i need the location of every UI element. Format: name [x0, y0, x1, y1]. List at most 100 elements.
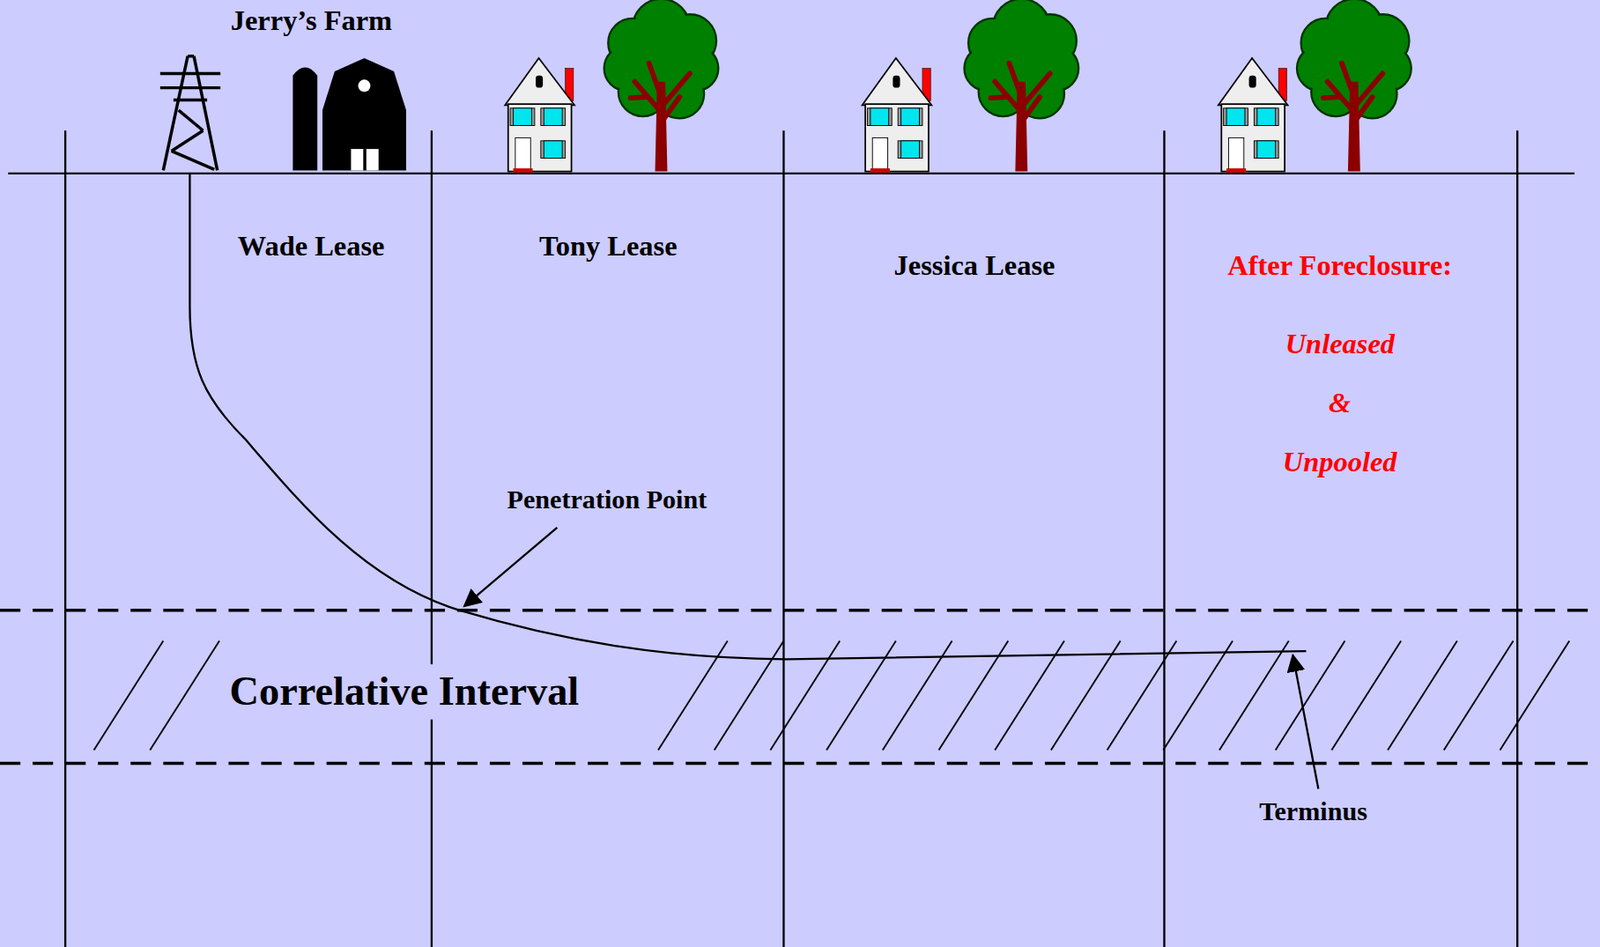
tree-symbol: [963, 0, 1079, 172]
house-symbol: [1218, 58, 1289, 173]
tree-symbol: [604, 0, 719, 172]
derrick-strut: [171, 130, 204, 151]
tract-label: Tony Lease: [539, 226, 677, 266]
house-shutter: [1253, 108, 1279, 126]
hatch-line: [1331, 640, 1401, 750]
house-door: [515, 137, 531, 170]
tract-boundary: [430, 130, 433, 947]
house-body: [508, 103, 572, 171]
derrick-symbol: [160, 56, 221, 171]
house-body: [1221, 103, 1285, 171]
house-attic-window: [892, 75, 900, 89]
house-window: [543, 108, 563, 126]
hatch-line: [1051, 640, 1121, 750]
tree-branch: [660, 96, 680, 123]
interval-boundary: [0, 762, 1600, 765]
derrick-strut: [160, 72, 221, 75]
tract-label: After Foreclosure:: [1222, 245, 1457, 285]
house-shutter: [540, 140, 566, 159]
house-shutter: [510, 108, 535, 126]
hatch-line: [1219, 640, 1289, 750]
hatch-line: [1499, 640, 1570, 750]
tract-boundary: [64, 130, 67, 947]
tract-label: Unpooled: [1282, 443, 1398, 482]
house-door: [872, 137, 888, 170]
house-window: [513, 108, 533, 126]
hatch-line: [1444, 640, 1514, 750]
wellbore: [189, 173, 1306, 660]
house-shutter: [897, 108, 923, 126]
tree-canopy: [631, 44, 690, 103]
tract-label: &: [1328, 384, 1351, 423]
tract-label: Unleased: [1285, 324, 1395, 363]
house-symbol: [862, 58, 933, 173]
tract-boundary: [1516, 130, 1519, 947]
house-window: [870, 108, 889, 126]
lease-tract: Jessica Lease: [783, 193, 1164, 602]
house-shutter: [866, 108, 892, 126]
tree-symbol: [1296, 0, 1412, 172]
ground-line: [7, 172, 1575, 175]
hatch-line: [1387, 640, 1458, 750]
lease-tract: After Foreclosure: Unleased & Unpooled: [1163, 193, 1518, 602]
house-shutter: [1253, 140, 1279, 159]
derrick-strut: [187, 54, 194, 58]
house-attic-window: [535, 75, 543, 89]
lease-tract: Tony Lease: [431, 193, 785, 602]
leader-line: [464, 527, 557, 607]
house-body: [865, 103, 929, 171]
derrick-strut: [178, 110, 204, 131]
lease-tract: Wade Lease: [65, 193, 432, 602]
tree-branch: [649, 63, 662, 97]
tree-branch: [630, 96, 648, 98]
house-symbol: [504, 58, 575, 173]
hatch-line: [1162, 640, 1233, 750]
tree-canopy: [1325, 44, 1384, 103]
house-roof: [504, 58, 575, 105]
derrick-strut: [160, 86, 221, 89]
house-shutter: [897, 140, 923, 159]
house-window: [543, 140, 563, 159]
house-shutter: [540, 108, 566, 126]
hatch-line: [994, 640, 1065, 750]
house-window: [901, 108, 920, 126]
tract-boundary: [782, 130, 785, 947]
tract-boundary: [1162, 130, 1165, 947]
farm-label: Jerry’s Farm: [230, 0, 393, 40]
tree-branch: [1354, 96, 1373, 123]
house-roof: [1218, 58, 1289, 105]
interval-label: Correlative Interval: [225, 664, 584, 720]
house-attic-window: [1249, 75, 1257, 89]
tree-branch: [1341, 63, 1355, 97]
house-window: [1257, 140, 1276, 159]
silo-symbol: [292, 66, 318, 171]
leader-line: [1292, 655, 1319, 790]
house-roof: [862, 58, 933, 105]
tree-branch: [991, 96, 1008, 98]
tract-label: Wade Lease: [237, 226, 386, 266]
tree-canopy: [992, 44, 1051, 103]
house-window: [901, 140, 920, 159]
derrick-strut: [173, 98, 208, 102]
callout-label: Terminus: [1259, 793, 1368, 830]
tract-label: Jessica Lease: [888, 245, 1062, 285]
interval-boundary: [0, 608, 1600, 612]
house-shutter: [1223, 108, 1249, 126]
house-step: [513, 168, 534, 173]
barn-symbol: [322, 58, 407, 171]
tree-branch: [1008, 63, 1022, 97]
house-window: [1226, 108, 1245, 126]
tree-branch: [1323, 96, 1341, 98]
house-door: [1228, 137, 1244, 170]
house-window: [1257, 108, 1276, 126]
tree-branch: [1021, 96, 1040, 123]
barn-door: [350, 148, 378, 171]
house-step: [1226, 168, 1246, 173]
hatch-line: [1275, 640, 1346, 750]
callout-label: Penetration Point: [507, 481, 708, 518]
derrick-strut: [171, 150, 215, 170]
hatch-line: [770, 640, 840, 750]
hatch-group: [94, 640, 1571, 750]
